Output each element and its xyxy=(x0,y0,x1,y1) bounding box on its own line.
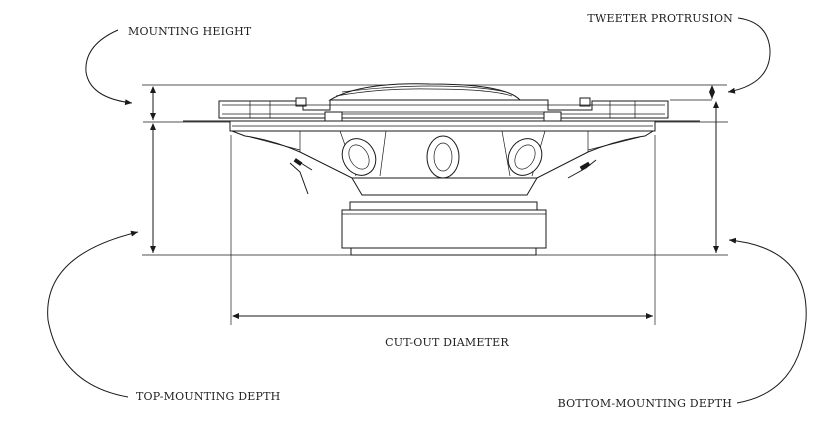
speaker-grille xyxy=(218,99,669,119)
tweeter-protrusion-leader xyxy=(727,17,771,94)
mounting-height-leader xyxy=(85,29,133,106)
terminal-left xyxy=(289,162,309,195)
mounting-height-label: MOUNTING HEIGHT xyxy=(128,25,252,38)
cutout-diameter-label: CUT-OUT DIAMETER xyxy=(385,336,509,349)
speaker-magnet xyxy=(341,209,547,249)
tweeter-protrusion-label: TWEETER PROTRUSION xyxy=(587,12,733,25)
top-mounting-depth-label: TOP-MOUNTING DEPTH xyxy=(136,390,280,403)
bottom-mounting-depth-leader xyxy=(728,237,807,404)
top-mounting-depth-leader xyxy=(47,230,139,398)
leader-arrows xyxy=(47,17,807,404)
dimension-lines xyxy=(150,85,719,319)
speaker-profile xyxy=(183,83,700,256)
vent-center xyxy=(426,135,460,179)
bottom-mounting-depth-label: BOTTOM-MOUNTING DEPTH xyxy=(558,397,732,410)
terminal-right xyxy=(567,159,597,179)
